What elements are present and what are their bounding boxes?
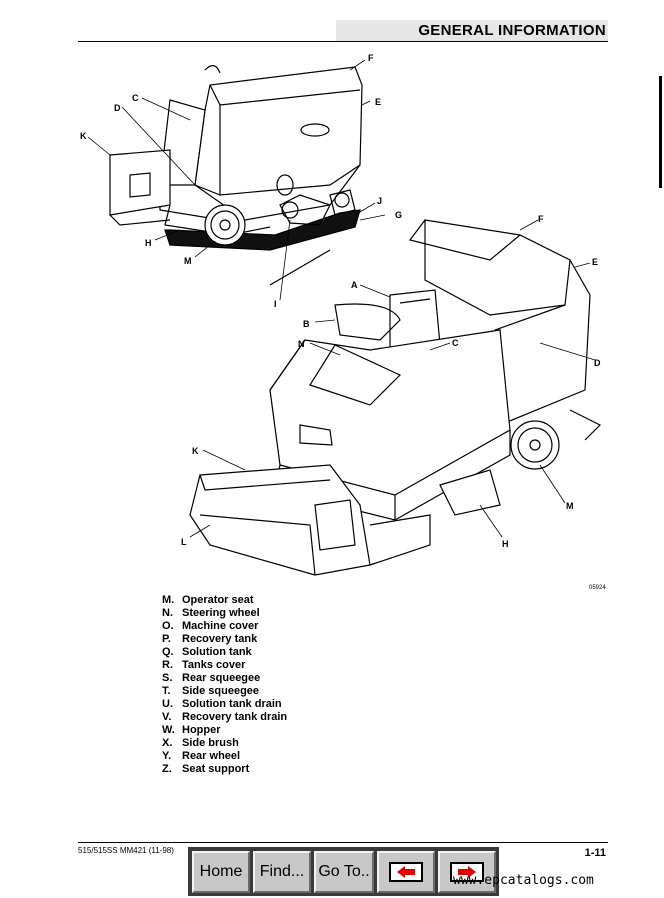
legend-key: W. [162, 724, 175, 736]
section-tab-mark [659, 76, 662, 188]
legend-key: X. [162, 737, 173, 749]
legend-text: Operator seat [182, 594, 254, 606]
callout-label: C [452, 338, 459, 348]
legend-key: O. [162, 620, 174, 632]
callout-label: H [145, 238, 152, 248]
legend-key: M. [162, 594, 175, 606]
page-title: GENERAL INFORMATION [418, 22, 606, 39]
front-view-drawing [189, 219, 602, 576]
callout-label: F [538, 214, 544, 224]
legend-item: O. Machine cover [162, 620, 287, 633]
callout-label: I [274, 299, 277, 309]
parts-legend: M. Operator seat N. Steering wheel O. Machi… [162, 594, 287, 776]
legend-item: N. Steering wheel [162, 607, 287, 620]
header-rule [78, 41, 608, 42]
legend-text: Steering wheel [182, 607, 260, 619]
legend-text: Machine cover [182, 620, 259, 632]
legend-key: R. [162, 659, 173, 671]
callout-label: E [592, 257, 598, 267]
forward-button[interactable] [438, 851, 496, 893]
header-band [336, 20, 608, 41]
home-button[interactable]: Home [192, 851, 250, 893]
callout-label: J [377, 196, 382, 206]
legend-item: T. Side squeegee [162, 685, 287, 698]
legend-text: Recovery tank drain [182, 711, 288, 723]
legend-text: Side squeegee [182, 685, 260, 697]
legend-text: Tanks cover [182, 659, 246, 671]
legend-key: Q. [162, 646, 174, 658]
callout-label: A [351, 280, 358, 290]
legend-item: S. Rear squeegee [162, 672, 287, 685]
callout-label: K [80, 131, 87, 141]
left-arrow-icon [389, 862, 423, 882]
legend-text: Solution tank drain [182, 698, 282, 710]
legend-text: Solution tank [182, 646, 252, 658]
footer-rule [78, 842, 608, 843]
page-number: 1-11 [584, 847, 606, 859]
doc-id: 515/515SS MM421 (11-98) [78, 846, 174, 855]
machine-illustration: F E C D K J G H M I F E A B N C D K M L … [80, 53, 602, 576]
back-button[interactable] [377, 851, 435, 893]
legend-item: R. Tanks cover [162, 659, 287, 672]
figure-id: 05924 [589, 585, 606, 591]
callout-label: L [181, 537, 187, 547]
legend-item: Z. Seat support [162, 763, 287, 776]
legend-text: Rear squeegee [182, 672, 261, 684]
find-button[interactable]: Find... [253, 851, 311, 893]
callout-label: B [303, 319, 310, 329]
goto-button[interactable]: Go To.. [314, 851, 374, 893]
legend-key: S. [162, 672, 173, 684]
callout-label: F [368, 53, 374, 63]
legend-key: U. [162, 698, 173, 710]
legend-text: Side brush [182, 737, 239, 749]
legend-key: Z. [162, 763, 172, 775]
legend-item: Q. Solution tank [162, 646, 287, 659]
legend-text: Recovery tank [182, 633, 258, 645]
rear-view-drawing [109, 65, 363, 286]
callout-label: K [192, 446, 199, 456]
legend-text: Hopper [182, 724, 221, 736]
legend-item: X. Side brush [162, 737, 287, 750]
navigation-bar: Home Find... Go To.. [188, 847, 499, 896]
callout-label: G [395, 210, 402, 220]
legend-item: M. Operator seat [162, 594, 287, 607]
right-arrow-icon [450, 862, 484, 882]
callout-label: N [298, 339, 305, 349]
legend-item: Y. Rear wheel [162, 750, 287, 763]
legend-key: T. [162, 685, 171, 697]
callout-label: C [132, 93, 139, 103]
legend-item: V. Recovery tank drain [162, 711, 287, 724]
callout-label: M [184, 256, 192, 266]
legend-text: Seat support [182, 763, 250, 775]
watermark-text: www.epcatalogs.com [453, 873, 594, 888]
callout-label: H [502, 539, 509, 549]
callout-label: D [594, 358, 601, 368]
callout-label: E [375, 97, 381, 107]
callout-label: M [566, 501, 574, 511]
legend-key: V. [162, 711, 172, 723]
legend-item: P. Recovery tank [162, 633, 287, 646]
legend-item: W. Hopper [162, 724, 287, 737]
legend-text: Rear wheel [182, 750, 241, 762]
legend-key: P. [162, 633, 171, 645]
legend-key: Y. [162, 750, 172, 762]
callout-label: D [114, 103, 121, 113]
legend-key: N. [162, 607, 173, 619]
legend-item: U. Solution tank drain [162, 698, 287, 711]
